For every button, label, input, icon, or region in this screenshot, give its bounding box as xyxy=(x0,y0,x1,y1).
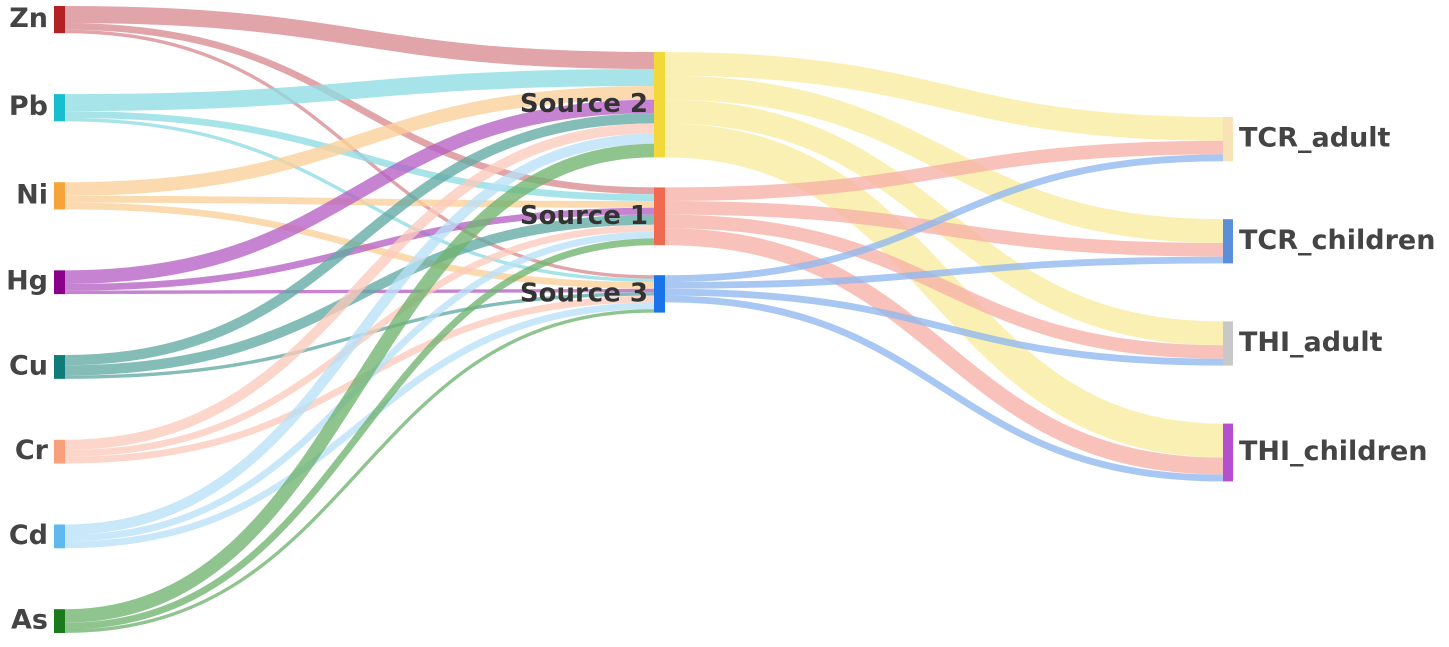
link-Cd-S2 xyxy=(64,133,655,535)
node-S3 xyxy=(654,275,665,313)
node-label-Cu: Cu xyxy=(9,350,48,381)
link-As-S3 xyxy=(64,309,655,633)
node-label-Zn: Zn xyxy=(9,3,48,34)
link-As-S2 xyxy=(64,143,655,623)
node-Pb xyxy=(54,94,65,122)
node-label-As: As xyxy=(11,605,48,636)
node-label-Ni: Ni xyxy=(16,179,48,210)
sankey-links xyxy=(64,6,1224,633)
node-TCRa xyxy=(1223,117,1233,162)
node-label-S1: Source 1 xyxy=(520,201,648,231)
link-S3-THIa xyxy=(664,288,1224,366)
link-Ni-S2 xyxy=(64,86,655,196)
node-Cr xyxy=(54,439,65,464)
node-S1 xyxy=(654,187,665,246)
node-label-TCRc: TCR_children xyxy=(1239,225,1435,256)
link-Cr-S2 xyxy=(64,123,655,450)
link-Zn-S2 xyxy=(64,6,655,69)
link-Hg-S2 xyxy=(64,99,655,284)
node-label-THIa: THI_adult xyxy=(1239,327,1383,358)
link-S3-THIc xyxy=(664,295,1224,482)
node-Hg xyxy=(54,270,65,295)
node-label-Cr: Cr xyxy=(15,435,49,466)
link-Cu-S1 xyxy=(64,214,655,376)
link-S1-THIa xyxy=(664,214,1224,359)
node-THIa xyxy=(1223,321,1233,366)
link-S2-TCRc xyxy=(664,75,1224,243)
link-Pb-S1 xyxy=(64,111,655,201)
node-Ni xyxy=(54,182,65,210)
link-Hg-S1 xyxy=(64,207,655,291)
node-Cu xyxy=(54,355,65,379)
node-label-Cd: Cd xyxy=(9,520,48,551)
node-label-S2: Source 2 xyxy=(520,89,648,119)
node-label-Pb: Pb xyxy=(9,91,48,122)
node-label-Hg: Hg xyxy=(6,266,48,297)
link-Ni-S1 xyxy=(64,195,655,208)
link-Pb-S2 xyxy=(64,69,655,112)
link-Cd-S3 xyxy=(64,302,655,549)
link-S3-TCRa xyxy=(664,154,1224,282)
link-S1-TCRa xyxy=(664,140,1224,201)
node-THIc xyxy=(1223,423,1233,482)
node-S2 xyxy=(654,52,665,158)
link-S2-TCRa xyxy=(664,52,1224,141)
link-S1-TCRc xyxy=(664,201,1224,257)
node-label-THIc: THI_children xyxy=(1239,436,1427,467)
node-label-TCRa: TCR_adult xyxy=(1239,123,1391,154)
link-Cu-S2 xyxy=(64,113,655,366)
node-TCRc xyxy=(1223,219,1233,264)
sankey-nodes xyxy=(54,6,1233,633)
node-Zn xyxy=(54,6,65,34)
node-Cd xyxy=(54,524,65,549)
node-label-S3: Source 3 xyxy=(520,278,648,308)
link-S3-TCRc xyxy=(664,256,1224,289)
node-As xyxy=(54,609,65,633)
link-As-S1 xyxy=(64,238,655,630)
link-S1-THIc xyxy=(664,228,1224,475)
